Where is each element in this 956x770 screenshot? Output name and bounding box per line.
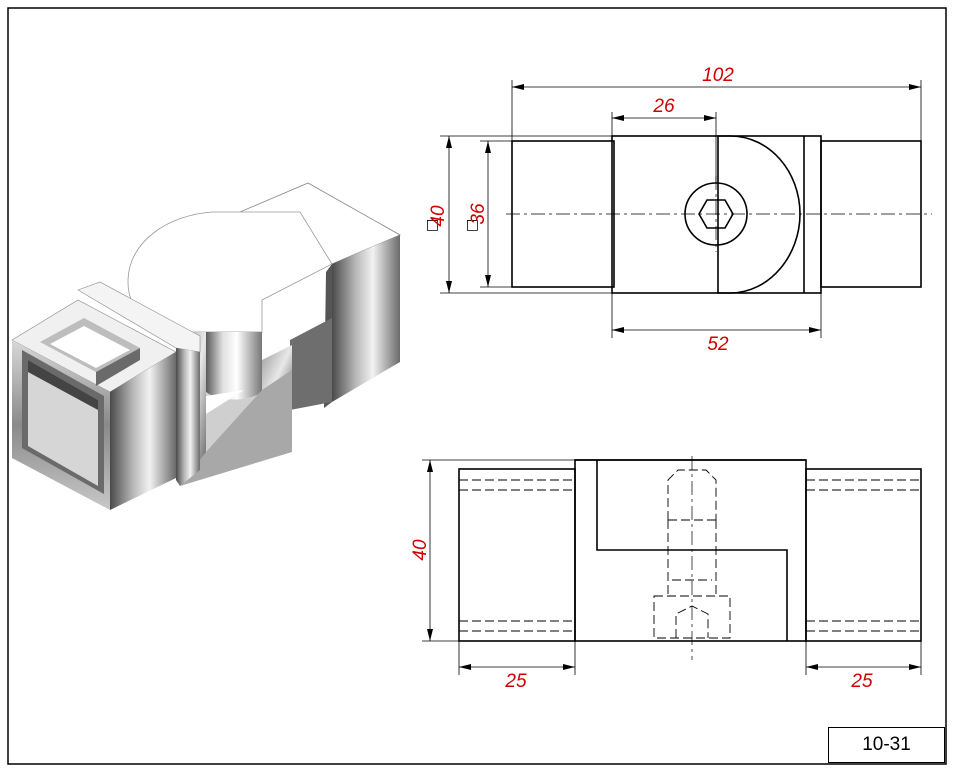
dim-body-length: 52 <box>707 334 729 355</box>
square-symbol-outer: □ <box>424 219 440 232</box>
dim-inner-square: 36 <box>468 203 489 225</box>
dim-overall-length: 102 <box>702 65 734 86</box>
part-number: 10-31 <box>862 734 911 755</box>
dim-left-insert: 25 <box>504 671 527 692</box>
dim-outer-square: 40 <box>428 205 449 227</box>
dim-hole-position: 26 <box>652 96 675 117</box>
sheet-border <box>7 7 947 765</box>
dimensions: 102 26 □ 40 □ 36 52 <box>410 65 922 692</box>
isometric-illustration <box>11 182 401 510</box>
dim-right-insert: 25 <box>850 671 873 692</box>
top-view <box>506 135 932 294</box>
dim-height: 40 <box>410 539 431 561</box>
part-number-box: 10-31 <box>828 727 945 763</box>
front-view <box>458 456 922 660</box>
square-symbol-inner: □ <box>464 219 480 232</box>
